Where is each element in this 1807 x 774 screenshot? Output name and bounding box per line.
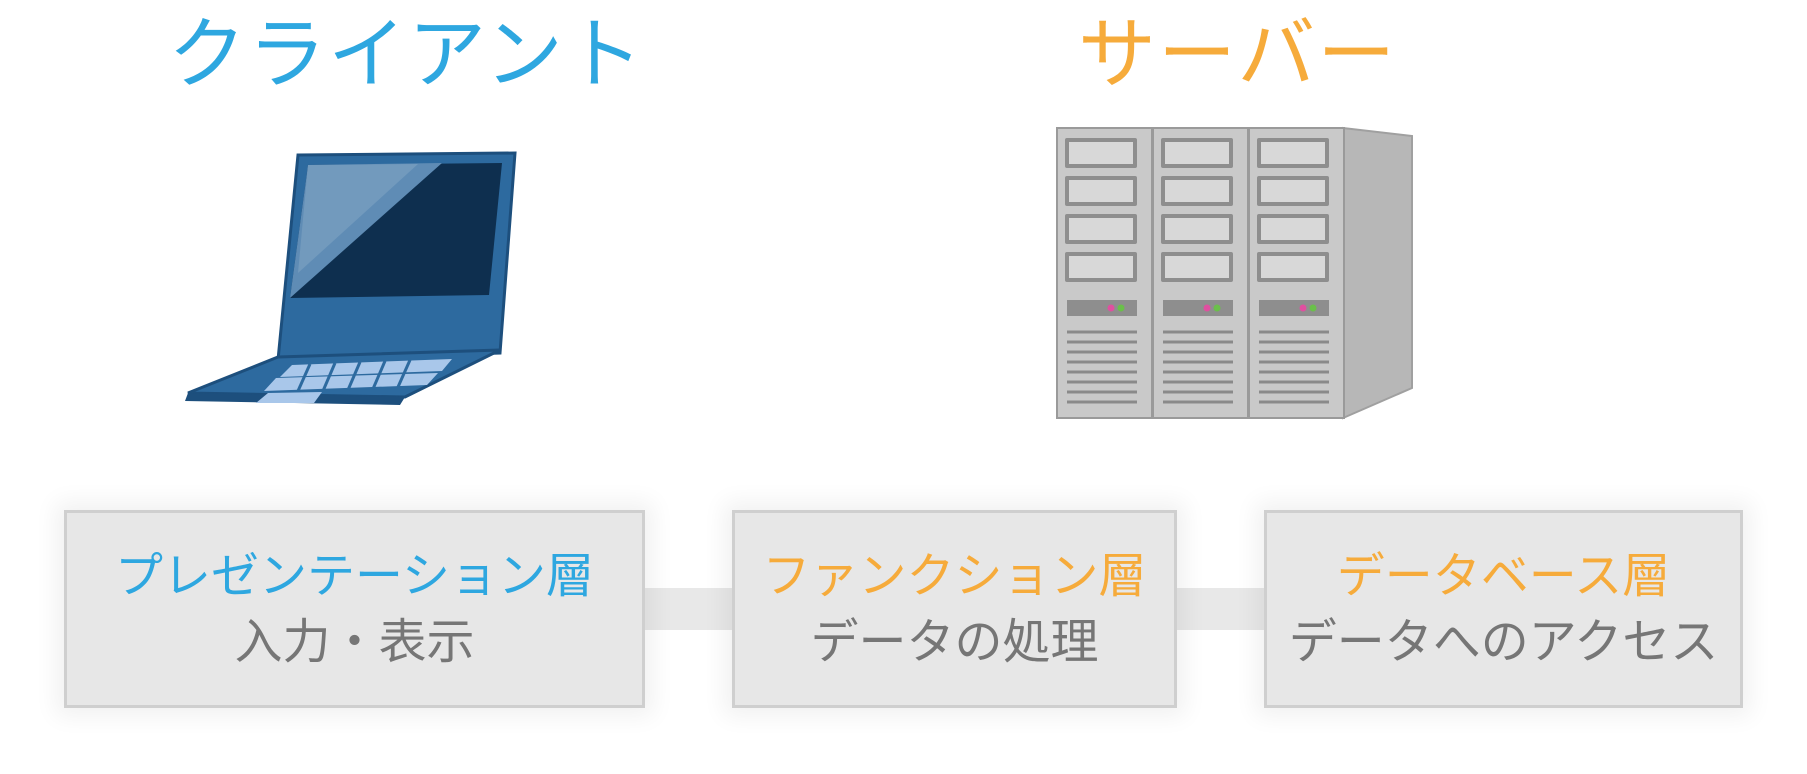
- presentation-layer-description: 入力・表示: [234, 614, 475, 670]
- server-heading: サーバー: [1078, 10, 1398, 100]
- presentation-layer-title: プレゼンテーション層: [114, 548, 595, 604]
- client-heading: クライアント: [168, 10, 645, 100]
- server-rack-icon: [1056, 126, 1413, 420]
- presentation-layer-box: プレゼンテーション層 入力・表示: [64, 510, 645, 708]
- connector-function-database: [1176, 588, 1266, 630]
- connector-presentation-function: [645, 588, 735, 630]
- function-layer-box: ファンクション層 データの処理: [732, 510, 1177, 708]
- function-layer-description: データの処理: [810, 614, 1099, 670]
- database-layer-box: データベース層 データへのアクセス: [1264, 510, 1743, 708]
- function-layer-title: ファンクション層: [762, 548, 1147, 604]
- laptop-icon: [185, 151, 517, 405]
- database-layer-description: データへのアクセス: [1288, 614, 1719, 670]
- database-layer-title: データベース層: [1336, 548, 1671, 604]
